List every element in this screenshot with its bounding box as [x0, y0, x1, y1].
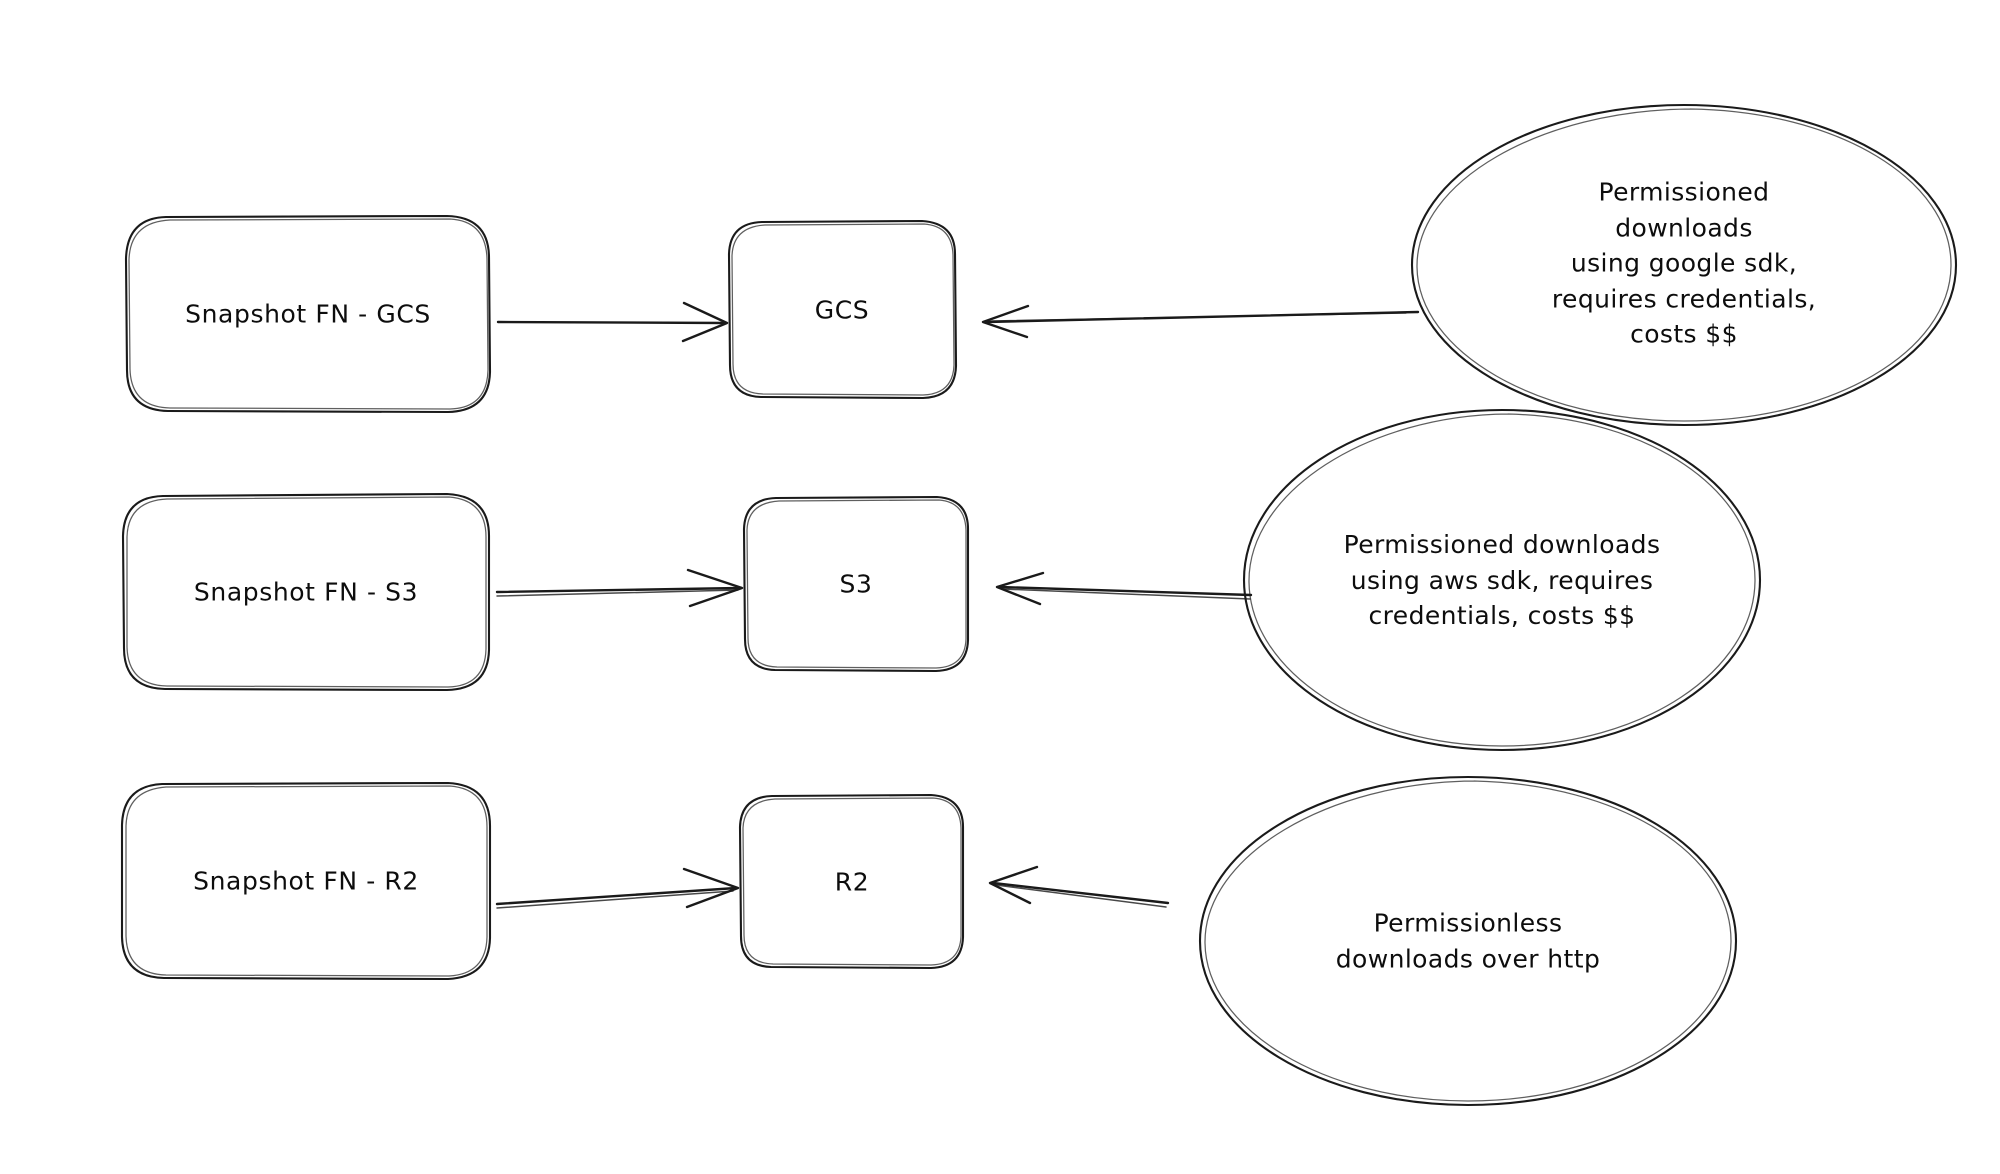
- node-snapshot-fn-r2-shape[interactable]: [120, 781, 492, 981]
- edge-fn-r2-to-r2: [495, 867, 740, 909]
- edge-note-s3-to-s3: [995, 571, 1253, 606]
- note-gcs-shape[interactable]: [1410, 103, 1958, 427]
- edge-note-gcs-to-gcs: [981, 304, 1420, 339]
- node-snapshot-fn-s3-shape[interactable]: [121, 492, 491, 692]
- note-s3-shape[interactable]: [1242, 408, 1762, 752]
- node-gcs-shape[interactable]: [727, 219, 958, 400]
- note-r2-shape[interactable]: [1198, 775, 1738, 1107]
- node-r2-shape[interactable]: [738, 793, 965, 970]
- edge-fn-s3-to-s3: [495, 568, 744, 608]
- edge-fn-gcs-to-gcs: [496, 301, 729, 343]
- node-s3-shape[interactable]: [742, 495, 970, 673]
- edge-note-r2-to-r2: [988, 865, 1170, 908]
- node-snapshot-fn-gcs-shape[interactable]: [124, 214, 492, 414]
